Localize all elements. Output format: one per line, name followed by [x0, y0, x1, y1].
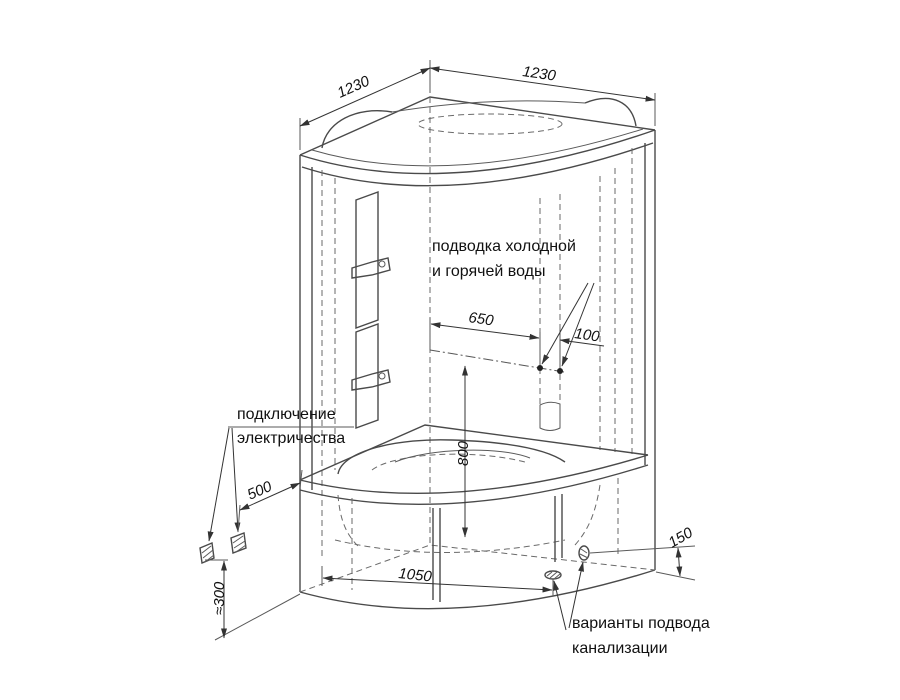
- drain-leader-2: [568, 561, 584, 629]
- base-bowl-bottom: [334, 539, 566, 553]
- dim-label-100: 100: [573, 325, 601, 345]
- drain-2-ring: [578, 545, 590, 561]
- frame: [299, 97, 656, 592]
- floor-line-left: [214, 593, 301, 641]
- dim-line-1050: [322, 575, 553, 593]
- dim-line-650: [430, 322, 540, 340]
- water-label-line1: подводка холодной: [432, 238, 576, 255]
- roof-dome-top: [391, 100, 586, 113]
- base-front-arc: [299, 569, 656, 610]
- tray-front-arc: [299, 454, 649, 495]
- fixture-knob-2: [378, 372, 386, 380]
- left-wall-panel: [351, 191, 391, 429]
- dim-line-100: [559, 338, 605, 347]
- socket-1-hatch: [201, 545, 215, 563]
- lower-fixture: [351, 369, 391, 391]
- socket-2: [230, 532, 247, 554]
- dim-line-150: [675, 547, 683, 577]
- dim-label-650: 650: [467, 309, 495, 329]
- fixture-knob-1: [378, 260, 386, 268]
- roof: [299, 96, 656, 187]
- tray-back-edges: [299, 424, 649, 481]
- base-bowl-side-left: [337, 494, 361, 549]
- dim-line-width-left: [299, 67, 431, 127]
- base-bowl-side-right: [574, 484, 601, 546]
- dim-label-width-right: 1230: [521, 63, 557, 85]
- roof-lower-arc: [301, 142, 654, 187]
- power-leader-2: [231, 427, 241, 533]
- dim-label-300: ≈300: [211, 581, 228, 615]
- power-label-line2: электричества: [237, 430, 345, 447]
- dim-label-800: 800: [455, 440, 472, 466]
- drain-label-line1: варианты подвода: [572, 615, 710, 632]
- base: [299, 478, 656, 610]
- drain-leader-1: [553, 580, 567, 631]
- tray-bowl-rim: [337, 439, 566, 475]
- dim-label-500: 500: [245, 478, 275, 504]
- drain-label-line2: канализации: [572, 640, 668, 657]
- dim-line-width-right: [429, 66, 656, 102]
- dim-label-1050: 1050: [398, 565, 434, 585]
- tray: [299, 424, 649, 505]
- drain-variant-1: [544, 570, 562, 580]
- ext-line-150-corner: [655, 571, 696, 581]
- socket-2-hatch: [232, 535, 247, 553]
- power-label-line1: подключение: [237, 406, 336, 423]
- right-column: [539, 194, 561, 431]
- panel-outline: [355, 191, 379, 329]
- water-leader-cold: [541, 282, 589, 365]
- upper-fixture: [351, 257, 391, 279]
- hot-water-pipe: [557, 368, 563, 374]
- roof-dome-ring: [417, 113, 563, 135]
- drain-variant-2: [578, 545, 590, 561]
- socket-2-body: [230, 532, 247, 554]
- water-label-line2: и горячей воды: [432, 263, 545, 280]
- water-leader-hot: [561, 282, 595, 367]
- ext-line-500-socket: [237, 504, 241, 533]
- dim-line-500: [239, 482, 301, 511]
- panel-outline-lower: [355, 323, 379, 429]
- roof-inner-rim: [311, 128, 644, 167]
- socket-1: [199, 542, 215, 564]
- tray-front-arc-lower: [299, 464, 649, 505]
- drain-callout: 1050 150 варианты подвода канализации: [321, 524, 710, 657]
- column-base: [539, 401, 561, 431]
- water-supply-dimensions: 650 100 800: [429, 309, 605, 538]
- drain-2-hatch: [579, 548, 589, 559]
- power-leader-1: [207, 427, 230, 542]
- tray-bowl-bottom: [371, 453, 526, 471]
- roof-dome-right: [584, 98, 637, 127]
- roof-dimensions: 1230 1230: [299, 60, 656, 150]
- socket-1-body: [199, 542, 215, 564]
- electrical-callout: подключение электричества 500 ≈300: [199, 406, 354, 641]
- dim-label-width-left: 1230: [335, 72, 373, 101]
- water-supply-callout: подводка холодной и горячей воды: [432, 238, 595, 367]
- cold-water-pipe: [537, 365, 543, 371]
- ext-line-150-drain: [589, 545, 696, 554]
- roof-front-arc: [299, 129, 656, 175]
